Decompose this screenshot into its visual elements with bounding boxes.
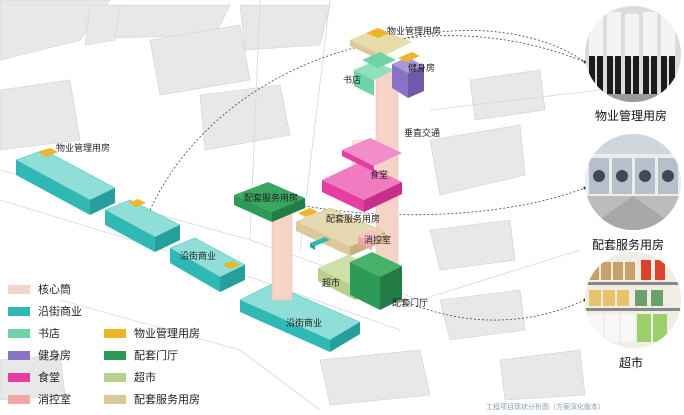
label-chuizhi-jiaotong: 垂直交通 (404, 129, 441, 139)
legend-item-chaoshi: 超市 (104, 370, 156, 384)
legend-label: 健身房 (38, 349, 71, 362)
label-shitang: 食堂 (370, 171, 389, 181)
podium-commercial (239, 283, 361, 352)
photo-title-property: 物业管理用房 (595, 109, 668, 123)
fire-control-room (358, 230, 386, 250)
legend-swatch (104, 350, 126, 360)
label-wuye-left: 物业管理用房 (56, 144, 111, 154)
legend-swatch (8, 350, 30, 360)
label-peitao-fuwu-left: 配套服务用房 (244, 194, 299, 204)
photo-title-supermarket: 超市 (619, 356, 644, 370)
legend-item-shitang: 食堂 (8, 370, 60, 384)
legend-label: 沿街商业 (38, 305, 82, 318)
legend-item-wuye: 物业管理用房 (104, 326, 200, 340)
label-xiaokongshi: 消控室 (364, 236, 392, 246)
label-chaoshi: 超市 (322, 279, 341, 289)
top-gym (392, 52, 424, 98)
footer-note: 工程项目现状分析图（方案深化版本） (486, 403, 605, 411)
service-block-left (234, 182, 305, 222)
legend-item-shudian: 书店 (8, 326, 60, 340)
left-strip-1 (15, 148, 116, 215)
photo-supermarket (585, 252, 681, 348)
legend-label: 食堂 (38, 371, 60, 384)
label-wuye-top: 物业管理用房 (387, 27, 442, 37)
legend-swatch (8, 328, 30, 338)
label-peitao-menting: 配套门厅 (392, 299, 429, 309)
legend-swatch (104, 328, 126, 338)
legend-label: 配套服务用房 (134, 393, 200, 406)
legend-label: 书店 (38, 327, 60, 340)
legend-swatch (8, 372, 30, 382)
legend-swatch (8, 284, 30, 294)
photo-property-staff (585, 6, 681, 102)
canteen-block (322, 138, 402, 212)
left-strip-2 (104, 199, 181, 252)
legend-item-xiaokong: 消控室 (8, 392, 71, 406)
top-bookstore (354, 52, 396, 96)
legend-swatch (8, 306, 30, 316)
legend-swatch (104, 394, 126, 404)
legend-item-peitao-fuwu: 配套服务用房 (104, 392, 200, 406)
legend-item-hexintong: 核心筒 (8, 282, 71, 296)
lobby-block (350, 252, 402, 310)
site-context (0, 0, 586, 406)
photo-title-service: 配套服务用房 (592, 238, 665, 252)
left-strip-3 (169, 237, 246, 292)
legend-label: 超市 (134, 371, 156, 384)
label-yanjie-left: 沿街商业 (180, 252, 217, 262)
legend-label: 配套门厅 (134, 349, 178, 362)
legend-item-menting: 配套门厅 (104, 348, 178, 362)
legend-swatch (104, 372, 126, 382)
label-jianshenfang: 健身房 (408, 64, 436, 74)
legend-label: 核心筒 (38, 283, 71, 296)
legend-swatch (8, 394, 30, 404)
legend-item-jianshen: 健身房 (8, 348, 71, 362)
photo-service-room (585, 134, 681, 230)
label-yanjie-bottom: 沿街商业 (286, 319, 323, 329)
label-shudian: 书店 (343, 76, 362, 86)
legend-label: 消控室 (38, 393, 71, 406)
legend-item-yanjie: 沿街商业 (8, 304, 82, 318)
label-peitao-fuwu-mid: 配套服务用房 (326, 215, 381, 225)
legend-label: 物业管理用房 (134, 327, 200, 340)
